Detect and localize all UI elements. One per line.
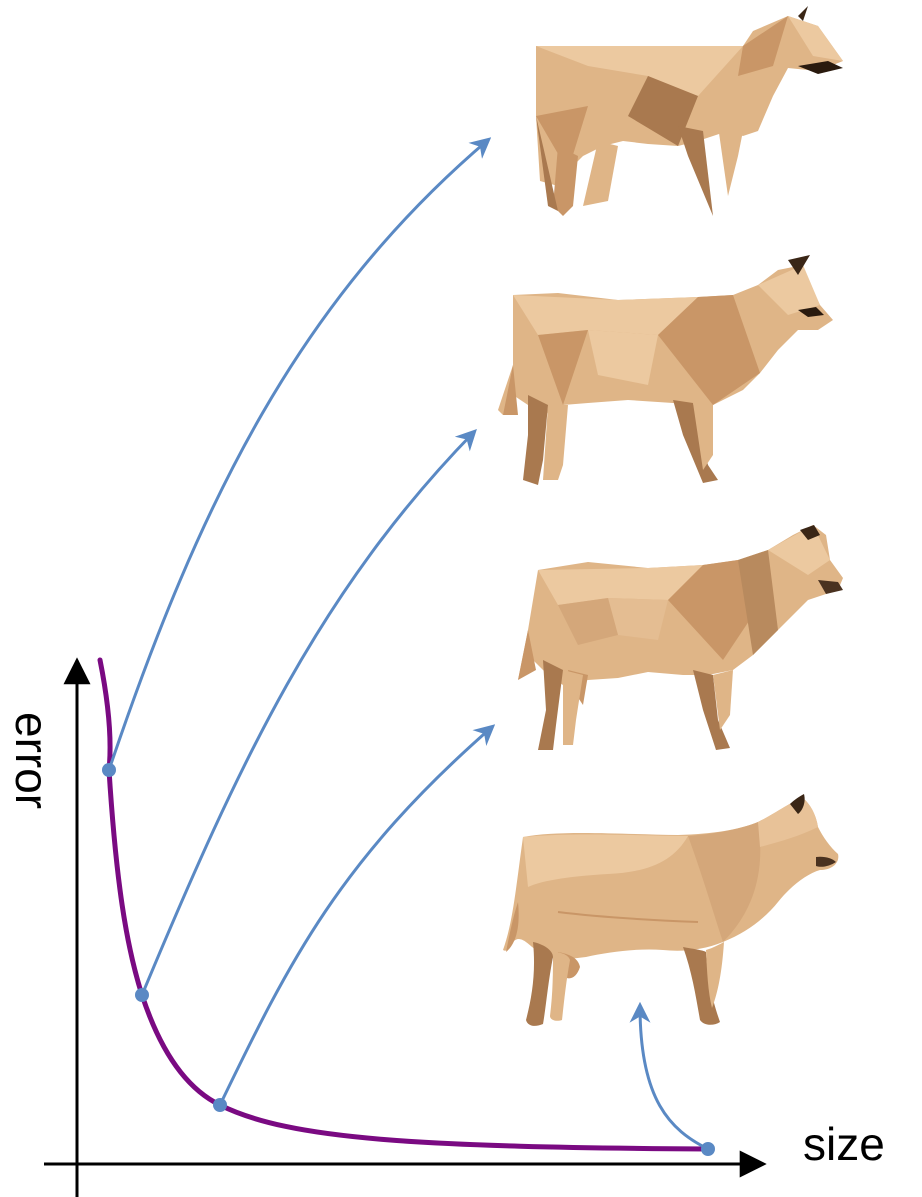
points bbox=[102, 763, 715, 1156]
arrow-to-fine-mesh bbox=[629, 1001, 709, 1151]
axes: size error bbox=[6, 657, 885, 1197]
arrow-to-coarse-mesh bbox=[140, 428, 477, 996]
point-medium bbox=[213, 1098, 227, 1112]
arrows bbox=[107, 137, 709, 1151]
x-axis-label: size bbox=[803, 1118, 885, 1170]
point-coarsest bbox=[102, 763, 116, 777]
point-coarse bbox=[135, 988, 149, 1002]
point-fine bbox=[701, 1142, 715, 1156]
cow-mesh-medium bbox=[518, 525, 843, 750]
y-axis-label: error bbox=[6, 712, 58, 809]
arrow-to-coarsest-mesh bbox=[107, 137, 492, 771]
arrow-to-medium-mesh bbox=[218, 724, 496, 1106]
cow-mesh-coarsest bbox=[536, 6, 843, 216]
cow-mesh-fine bbox=[503, 794, 839, 1026]
cow-mesh-coarse bbox=[498, 255, 833, 485]
